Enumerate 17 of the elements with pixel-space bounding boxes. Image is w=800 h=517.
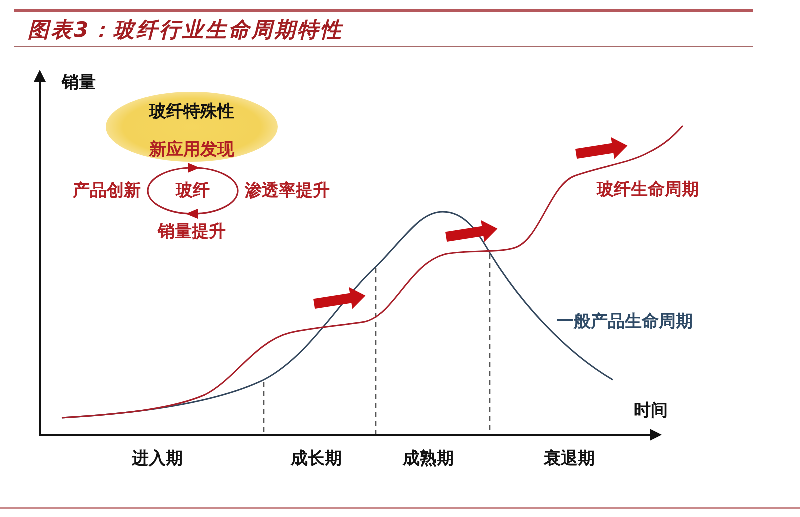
axis-label: 销量 bbox=[62, 73, 96, 93]
ellipse-subtext: 新应用发现 bbox=[150, 140, 234, 160]
cycle-label: 销量提升 bbox=[158, 222, 226, 242]
figure-title: 图表3：玻纤行业生命周期特性 bbox=[28, 18, 344, 42]
highlight-ellipse bbox=[106, 92, 278, 162]
cycle-center-text: 玻纤 bbox=[176, 181, 210, 201]
ellipse-heading: 玻纤特殊性 bbox=[150, 102, 234, 122]
curve-label: 玻纤生命周期 bbox=[597, 180, 699, 200]
cycle-label: 渗透率提升 bbox=[245, 181, 330, 201]
phase-label: 进入期 bbox=[132, 449, 183, 469]
curve-label: 一般产品生命周期 bbox=[557, 312, 693, 332]
phase-label: 成长期 bbox=[291, 449, 342, 469]
axis-label: 时间 bbox=[634, 401, 668, 421]
phase-label: 成熟期 bbox=[403, 449, 454, 469]
cycle-label: 产品创新 bbox=[73, 181, 141, 201]
phase-label: 衰退期 bbox=[544, 449, 595, 469]
cycle-ellipse bbox=[146, 162, 240, 220]
